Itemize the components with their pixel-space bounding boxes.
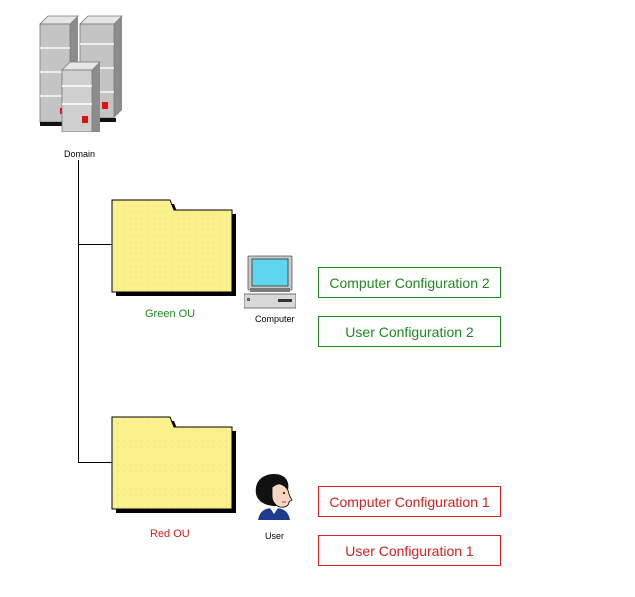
green-ou-folder-icon[interactable] xyxy=(110,198,236,296)
red-ou-label: Red OU xyxy=(150,528,190,540)
computer-configuration-2-box[interactable]: Computer Configuration 2 xyxy=(318,267,501,298)
computer-label: Computer xyxy=(255,314,295,324)
domain-label: Domain xyxy=(64,149,96,159)
user-label: User xyxy=(265,531,285,541)
green-ou-label: Green OU xyxy=(145,308,196,320)
branch-red-line xyxy=(78,462,112,463)
user-configuration-2-box[interactable]: User Configuration 2 xyxy=(318,316,501,347)
user-icon xyxy=(252,472,296,520)
computer-configuration-1-box[interactable]: Computer Configuration 1 xyxy=(318,486,501,517)
branch-green-line xyxy=(78,244,112,245)
tree-trunk-line xyxy=(78,160,79,462)
red-ou-folder-icon[interactable] xyxy=(110,415,236,513)
domain-server-icon xyxy=(34,14,126,132)
computer-icon xyxy=(244,254,296,310)
user-configuration-1-box[interactable]: User Configuration 1 xyxy=(318,535,501,566)
